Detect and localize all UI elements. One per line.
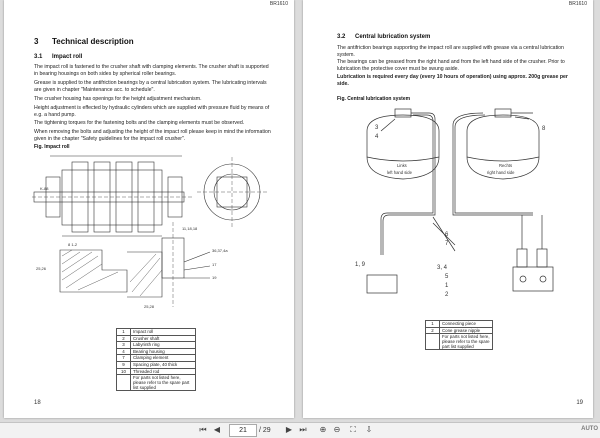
page-number: 19 xyxy=(576,400,583,406)
paragraph: Grease is supplied to the antifriction b… xyxy=(34,80,267,93)
label-left-hand-side: left hand side xyxy=(387,170,412,175)
header-code: BR1610 xyxy=(269,1,288,7)
label-3-4: 3, 4 xyxy=(437,265,448,271)
label-1: 1 xyxy=(445,283,449,289)
svg-text:8 1-2: 8 1-2 xyxy=(68,242,78,247)
subsection-number: 3.1 xyxy=(34,54,43,60)
figure-caption: Fig. Central lubrication system xyxy=(337,96,411,102)
legend-text: Spacing plate, 40 thick xyxy=(130,360,196,369)
legend-text: Clamping element xyxy=(130,354,196,362)
label-4: 4 xyxy=(375,134,379,140)
document-page-right: BR1610 3.2 Central lubrication system Th… xyxy=(303,0,593,418)
subsection-title: Central lubrication system xyxy=(355,34,431,40)
label-1-9: 1, 9 xyxy=(355,262,366,268)
zoom-in-icon[interactable]: ⊕ xyxy=(319,425,327,434)
previous-page-icon[interactable]: ◀ xyxy=(213,425,221,434)
paragraph: The tightening torques for the fastening… xyxy=(34,120,245,126)
legend-text: For parts not listed here, please refer … xyxy=(130,374,196,392)
legend-number: 1 xyxy=(425,320,440,328)
svg-text:25,26: 25,26 xyxy=(36,266,47,271)
download-icon[interactable]: ⇩ xyxy=(365,425,373,434)
paragraph: When removing the bolts and adjusting th… xyxy=(34,129,271,142)
figure-caption: Fig. Impact roll xyxy=(34,144,70,150)
legend-number: 2 xyxy=(116,334,131,343)
section-number: 3 xyxy=(34,37,39,46)
header-code: BR1610 xyxy=(568,1,587,7)
svg-text:25,28: 25,28 xyxy=(144,304,155,309)
label-rechts: Rechts xyxy=(499,163,513,168)
page-number: 18 xyxy=(34,400,41,406)
paragraph: Height adjustment is effected by hydraul… xyxy=(34,105,270,118)
legend-number: 10 xyxy=(116,367,131,376)
legend-text: Cone grease nipple xyxy=(439,326,493,335)
first-page-icon[interactable]: ⏮ xyxy=(199,425,207,434)
legend-number xyxy=(425,333,440,351)
svg-text:17: 17 xyxy=(212,262,217,267)
svg-text:11,18,18: 11,18,18 xyxy=(182,226,198,231)
bold-paragraph: Lubrication is required every day (every… xyxy=(337,74,568,87)
zoom-out-icon[interactable]: ⊖ xyxy=(333,425,341,434)
watermark-logo: AUTO xyxy=(581,426,598,432)
label-links: Links xyxy=(397,163,407,168)
legend-number: 2 xyxy=(425,326,440,335)
legend-number: 4 xyxy=(116,347,131,356)
fullscreen-icon[interactable]: ⛶ xyxy=(350,425,356,434)
legend-text: Impact roll xyxy=(130,328,196,336)
legend-row: For parts not listed here, please refer … xyxy=(425,333,493,351)
label-right-hand-side: right hand side xyxy=(487,170,515,175)
lubrication-diagram xyxy=(366,108,554,294)
label-8: 8 xyxy=(542,126,546,132)
label-3: 3 xyxy=(375,125,379,131)
page-number-input[interactable]: 21 xyxy=(229,424,257,437)
label-5: 5 xyxy=(445,274,449,280)
label-7: 7 xyxy=(445,241,449,247)
legend-text: Threaded rod xyxy=(130,367,196,376)
last-page-icon[interactable]: ⏭ xyxy=(299,425,307,434)
paragraph: The antifriction bearings supporting the… xyxy=(337,45,564,58)
impact-roll-drawing: K-88 8 1-2 25,26 25,28 36,37,4a 17 19 11,18,… xyxy=(32,155,267,309)
legend-row: For parts not listed here, please refer … xyxy=(116,374,196,392)
label-6: 6 xyxy=(445,232,449,238)
svg-text:19: 19 xyxy=(212,275,217,280)
legend-number xyxy=(116,374,131,392)
paragraph: The bearings can be greased from the rig… xyxy=(337,59,565,72)
legend-number: 1 xyxy=(116,328,131,336)
legend-number: 9 xyxy=(116,360,131,369)
svg-text:K-88: K-88 xyxy=(40,186,49,191)
svg-text:36,37,4a: 36,37,4a xyxy=(212,248,228,253)
page-total: / 29 xyxy=(259,427,271,434)
subsection-number: 3.2 xyxy=(337,34,346,40)
legend-number: 3 xyxy=(116,341,131,349)
next-page-icon[interactable]: ▶ xyxy=(285,425,293,434)
paragraph: The crusher housing has openings for the… xyxy=(34,96,202,102)
paragraph: The impact roll is fastened to the crush… xyxy=(34,64,269,77)
section-title: Technical description xyxy=(52,37,134,46)
legend-text: For parts not listed here, please refer … xyxy=(439,333,493,351)
viewer-toolbar: ⏮ ◀ 21 / 29 ▶ ⏭ ⊕ ⊖ ⛶ ⇩ AUTO xyxy=(0,422,600,438)
legend-number: 7 xyxy=(116,354,131,362)
legend-text: Bearing housing xyxy=(130,347,196,356)
label-2: 2 xyxy=(445,292,449,298)
legend-text: Connecting piece xyxy=(439,320,493,328)
legend-text: Crusher shaft xyxy=(130,334,196,343)
legend-text: Labyrinth ring xyxy=(130,341,196,349)
document-page-left: BR1610 3 Technical description 3.1 Impac… xyxy=(4,0,294,418)
subsection-title: Impact roll xyxy=(52,54,83,60)
